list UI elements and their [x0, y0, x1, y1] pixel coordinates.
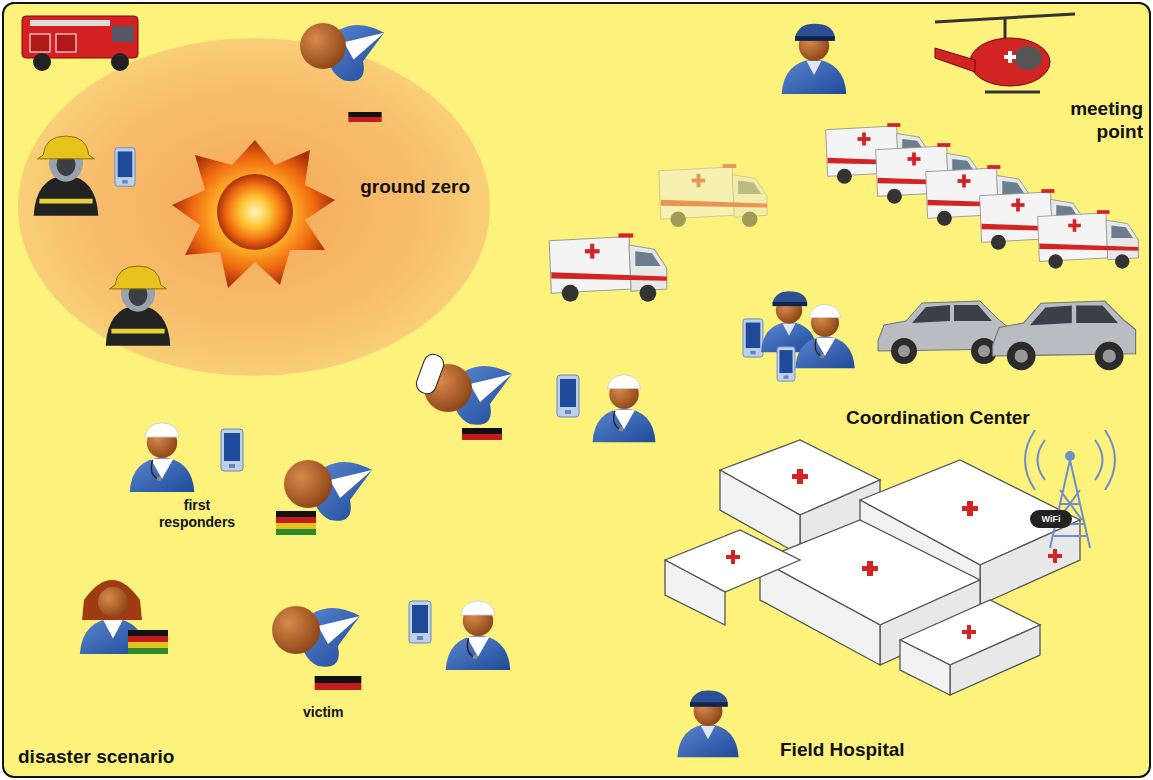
car: [878, 301, 1008, 364]
ambulance: [876, 143, 981, 204]
scene-label: first responders: [150, 497, 244, 531]
scene-label: meeting point: [1053, 97, 1143, 143]
triage-tag: [276, 511, 316, 535]
scene-label: Field Hospital: [780, 738, 905, 761]
explosion: [172, 140, 335, 288]
scene-label: victim: [303, 704, 343, 721]
wifi-badge: [1030, 510, 1072, 528]
triage-tag: [315, 676, 362, 690]
region-label: ground zero: [360, 176, 470, 198]
pda: [557, 375, 579, 417]
ambulance: [926, 165, 1031, 226]
police-officer: [782, 24, 847, 94]
red-cross: [726, 469, 1062, 639]
pda: [115, 148, 135, 187]
triage-tag: [128, 630, 168, 654]
police-officer: [761, 291, 817, 352]
ambulance: [980, 189, 1085, 250]
medic: [446, 601, 511, 670]
firefighter: [34, 136, 99, 216]
badge-text: WiFi: [1030, 513, 1072, 525]
medic: [130, 423, 195, 492]
medic: [593, 375, 656, 443]
person-figure: [80, 585, 146, 654]
pda: [777, 347, 795, 381]
victim-figure: [284, 460, 372, 521]
helicopter: [935, 14, 1075, 92]
pda: [221, 429, 243, 471]
medic: [795, 304, 855, 368]
scene-label: Coordination Center: [846, 406, 1030, 429]
victim-figure: [300, 23, 384, 81]
ambulance: [1038, 210, 1139, 269]
radio-tower: [1025, 430, 1115, 548]
fire-truck: [22, 16, 138, 71]
triage-tag: [462, 428, 502, 440]
pda: [409, 601, 431, 643]
firefighter: [106, 266, 171, 346]
ambulance: [659, 164, 767, 227]
field-hospital: [665, 440, 1080, 695]
police-officer: [677, 691, 738, 758]
scene-label: disaster scenario: [18, 745, 174, 768]
ambulance: [549, 233, 667, 301]
car: [993, 301, 1136, 370]
pda: [743, 319, 763, 357]
ambulance: [826, 123, 931, 184]
triage-tag: [348, 112, 381, 122]
victim-figure: [272, 606, 360, 667]
region-ellipse: ground zero: [18, 38, 490, 376]
victim-figure: [424, 364, 512, 425]
ellipse-outline: [18, 38, 490, 376]
